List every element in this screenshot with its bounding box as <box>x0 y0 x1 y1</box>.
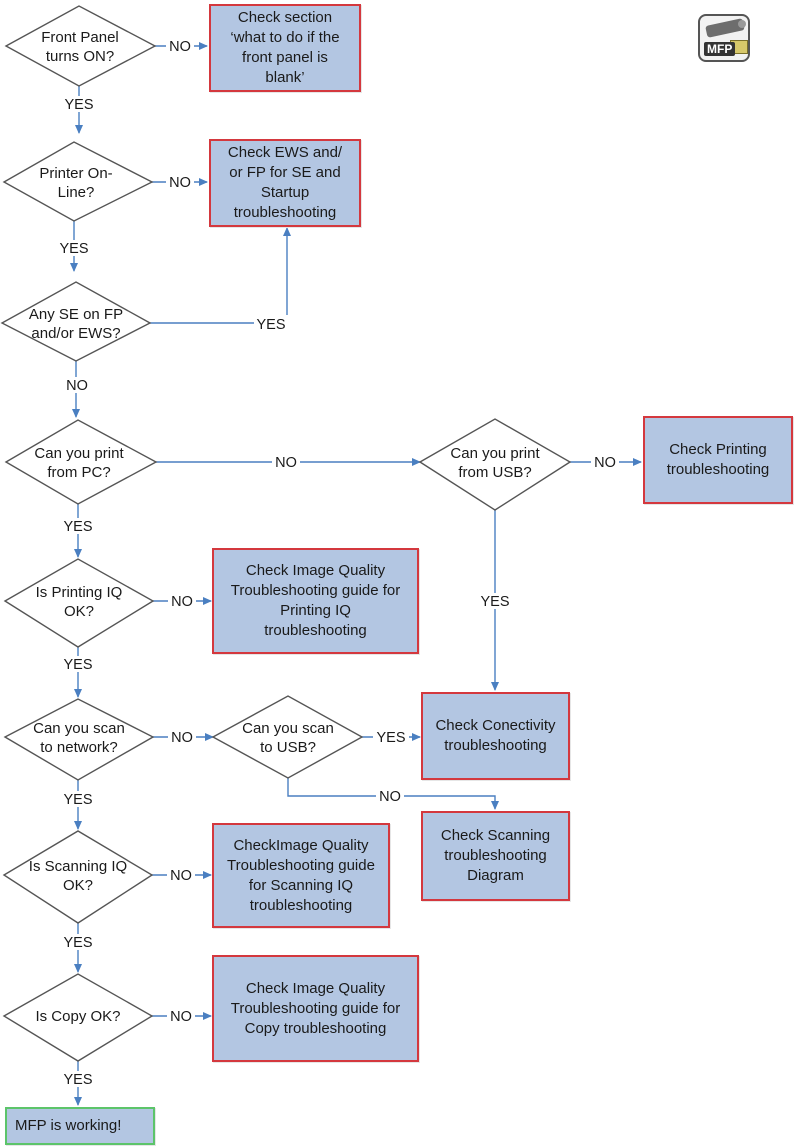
action-box-scanning-diagram: Check Scanning troubleshooting Diagram <box>421 811 570 901</box>
svg-text:Printer On-Line?: Printer On- Line? <box>39 165 112 201</box>
decision-front-panel: Front Panel turns ON? <box>4 5 157 87</box>
label-no: NO <box>170 868 192 884</box>
label-yes: YES <box>256 317 285 333</box>
decision-copy: Is Copy OK? <box>2 973 154 1062</box>
decision-text-line: OK? <box>63 877 93 894</box>
decision-text-line: turns ON? <box>46 48 114 65</box>
label-no: NO <box>171 594 193 610</box>
decision-scan-to-usb: Can you scan to USB? <box>211 695 364 779</box>
label-no: NO <box>169 39 191 55</box>
action-box-blank-panel: Check section ‘what to do if the front p… <box>209 4 361 92</box>
decision-text-line: from USB? <box>458 464 531 481</box>
decision-text-line: Printer On- <box>39 165 112 182</box>
label-yes: YES <box>63 657 92 673</box>
label-no: NO <box>169 175 191 191</box>
arrow-se-yes <box>150 227 291 324</box>
label-yes: YES <box>63 519 92 535</box>
paper-roll-shape <box>738 20 746 28</box>
action-box-image-quality-printing: Check Image Quality Troubleshooting guid… <box>212 548 419 654</box>
action-box-ews-fp: Check EWS and/ or FP for SE and Startup … <box>209 139 361 227</box>
action-box-mfp-working: MFP is working! <box>5 1107 155 1145</box>
label-yes: YES <box>63 792 92 808</box>
decision-text-line: to USB? <box>260 739 316 756</box>
label-yes: YES <box>64 97 93 113</box>
svg-text:Is Copy OK?: Is Copy OK? <box>35 1008 120 1025</box>
decision-text-line: and/or EWS? <box>31 325 120 342</box>
decision-text-line: Can you scan <box>33 720 125 737</box>
decision-text-line: Is Printing IQ <box>36 584 123 601</box>
decision-text-line: Can you print <box>34 445 124 462</box>
label-no: NO <box>379 789 401 805</box>
decision-text-line: OK? <box>64 603 94 620</box>
decision-print-from-pc: Can you print from PC? <box>4 419 158 505</box>
decision-any-se: Any SE on FP and/or EWS? <box>0 281 152 362</box>
label-no: NO <box>170 1009 192 1025</box>
label-no: NO <box>171 730 193 746</box>
decision-text-line: from PC? <box>47 464 110 481</box>
action-box-image-quality-scanning: CheckImage Quality Troubleshooting guide… <box>212 823 390 928</box>
mfp-printer-icon: MFP <box>698 14 750 62</box>
label-yes: YES <box>63 935 92 951</box>
edge-labels: NO YES NO YES YES NO NO NO YES YES NO YE… <box>57 38 619 1088</box>
decision-printing-iq: Is Printing IQ OK? <box>3 558 155 648</box>
label-no: NO <box>275 455 297 471</box>
decision-print-from-usb: Can you print from USB? <box>418 418 572 511</box>
decision-text-line: to network? <box>40 739 118 756</box>
decision-text-line: Can you print <box>450 445 540 462</box>
label-no: NO <box>66 378 88 394</box>
decision-scanning-iq: Is Scanning IQ OK? <box>2 830 154 924</box>
action-box-connectivity: Check Conectivity troubleshooting <box>421 692 570 780</box>
decision-scan-to-network: Can you scan to network? <box>3 698 155 781</box>
label-yes: YES <box>480 594 509 610</box>
action-box-image-quality-copy: Check Image Quality Troubleshooting guid… <box>212 955 419 1062</box>
label-yes: YES <box>376 730 405 746</box>
decision-text-line: Front Panel <box>41 29 119 46</box>
decision-printer-online: Printer On- Line? <box>2 141 154 222</box>
label-yes: YES <box>59 241 88 257</box>
decision-text-line: Any SE on FP <box>29 306 123 323</box>
label-yes: YES <box>63 1072 92 1088</box>
decision-text-line: Can you scan <box>242 720 334 737</box>
decision-text-line: Is Scanning IQ <box>29 858 127 875</box>
decision-text-line: Line? <box>58 184 95 201</box>
mfp-badge-text: MFP <box>704 42 736 56</box>
action-box-printing: Check Printing troubleshooting <box>643 416 793 504</box>
label-no: NO <box>594 455 616 471</box>
decision-text-line: Is Copy OK? <box>35 1008 120 1025</box>
